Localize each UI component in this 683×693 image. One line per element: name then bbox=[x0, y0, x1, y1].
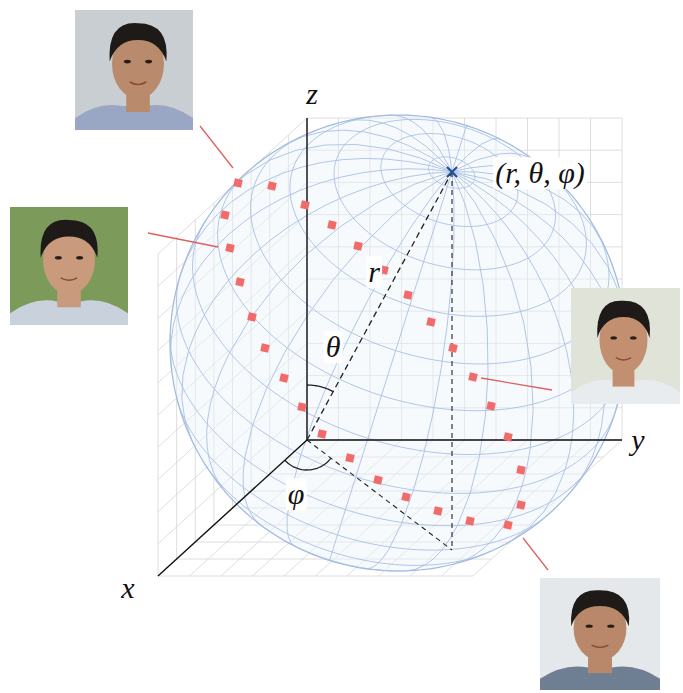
face-thumbnail bbox=[75, 10, 193, 130]
sample-point bbox=[468, 372, 477, 381]
mouth bbox=[592, 645, 609, 647]
sample-points bbox=[220, 178, 525, 529]
mouth bbox=[616, 358, 631, 360]
hair bbox=[597, 301, 650, 338]
point-marker bbox=[447, 167, 457, 177]
sample-point bbox=[503, 520, 512, 529]
sample-point bbox=[247, 312, 256, 321]
sample-point bbox=[433, 506, 442, 515]
projection-line bbox=[451, 172, 452, 550]
y-axis bbox=[307, 439, 622, 440]
wall-grid-line bbox=[307, 118, 308, 440]
axes bbox=[158, 118, 622, 576]
leader-line bbox=[481, 378, 552, 390]
sample-point bbox=[317, 429, 326, 438]
axis-label: x bbox=[119, 572, 136, 604]
sample-point bbox=[225, 243, 234, 252]
axis-label: φ bbox=[286, 478, 307, 510]
sample-point bbox=[260, 343, 269, 352]
leader-line bbox=[523, 538, 548, 570]
axis-label: z bbox=[304, 78, 320, 110]
sample-point bbox=[235, 277, 244, 286]
sample-point bbox=[297, 402, 306, 411]
axis-label: θ bbox=[324, 331, 343, 363]
photo-background bbox=[75, 10, 193, 130]
hair bbox=[41, 220, 98, 258]
sample-point bbox=[220, 210, 229, 219]
leader-line bbox=[148, 233, 218, 247]
sample-point bbox=[353, 241, 362, 250]
photo-background bbox=[571, 288, 680, 404]
eye bbox=[630, 336, 637, 339]
theta-arc bbox=[307, 385, 333, 392]
sample-point bbox=[465, 516, 474, 525]
eye bbox=[76, 256, 83, 260]
sample-point bbox=[345, 453, 354, 462]
sample-point bbox=[300, 200, 309, 209]
leader-line bbox=[200, 126, 233, 168]
hair bbox=[110, 23, 167, 62]
sample-point bbox=[448, 343, 457, 352]
sample-point bbox=[233, 178, 242, 187]
sample-point bbox=[486, 401, 495, 410]
axis-label: (r, θ, φ) bbox=[493, 157, 587, 189]
z-axis bbox=[306, 118, 307, 440]
hair bbox=[571, 590, 629, 626]
eye bbox=[607, 624, 614, 627]
eye bbox=[124, 60, 131, 64]
sample-point bbox=[327, 220, 336, 229]
wall-grid-line bbox=[307, 118, 622, 119]
wall-grid-line bbox=[307, 440, 622, 441]
mouth bbox=[130, 82, 147, 84]
face-thumbnail bbox=[540, 578, 660, 690]
sample-point bbox=[503, 432, 512, 441]
sample-point bbox=[279, 373, 288, 382]
sample-point bbox=[403, 290, 412, 299]
phi-arc bbox=[285, 458, 331, 470]
eye bbox=[586, 624, 593, 627]
face-thumbnail bbox=[571, 288, 680, 404]
axis-label: r bbox=[366, 256, 382, 288]
sample-point bbox=[426, 317, 435, 326]
projection-line bbox=[307, 440, 452, 550]
eye bbox=[55, 256, 62, 260]
photo-background bbox=[10, 207, 128, 325]
sample-point bbox=[401, 492, 410, 501]
eye bbox=[145, 60, 152, 64]
sample-point bbox=[516, 465, 525, 474]
radius-line bbox=[307, 172, 452, 440]
x-axis bbox=[158, 440, 307, 576]
sample-point bbox=[373, 475, 382, 484]
floor-grid-line bbox=[307, 440, 622, 441]
sample-point bbox=[516, 500, 525, 509]
photo-background bbox=[540, 578, 660, 690]
axis-label: y bbox=[629, 424, 646, 456]
mouth bbox=[61, 278, 78, 280]
eye bbox=[610, 336, 617, 339]
face-thumbnail bbox=[10, 207, 128, 325]
wall-grid-line bbox=[307, 118, 308, 440]
sample-point bbox=[267, 181, 276, 190]
